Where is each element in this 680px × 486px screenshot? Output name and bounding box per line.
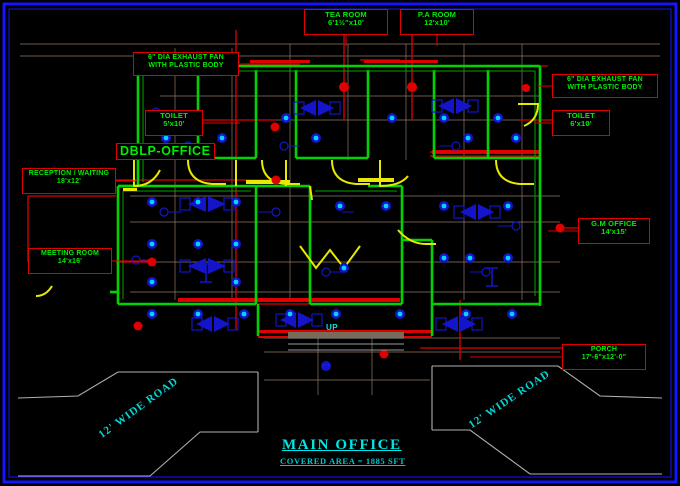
callout-porch-name: PORCH <box>590 346 618 353</box>
light-fixtures <box>147 113 521 371</box>
callout-leaders <box>112 35 578 358</box>
callout-porch-size: 17'-6"x12'-0" <box>581 353 627 361</box>
callout-reception-waiting[interactable]: RECEPTION / WAITING 18'x12' <box>22 168 116 194</box>
entry-stair <box>288 332 404 370</box>
callout-meeting-room-size: 14'x16' <box>57 257 83 265</box>
callout-tea-room[interactable]: TEA ROOM 6'1½"x10' <box>304 9 388 35</box>
building-walls <box>110 64 542 336</box>
site-boundary-lines <box>17 365 663 477</box>
callout-exhaust-fan-left-line1: 6" DIA EXHAUST FAN <box>148 54 224 61</box>
door-leaf-fills <box>123 178 394 191</box>
callout-toilet-right[interactable]: TOILET 6'x10' <box>552 110 610 136</box>
callout-meeting-room[interactable]: MEETING ROOM 14'x16' <box>28 248 112 274</box>
callout-reception-waiting-size: 18'x12' <box>56 177 82 185</box>
dimension-network <box>20 43 660 395</box>
callout-meeting-room-name: MEETING ROOM <box>40 250 99 257</box>
callout-toilet-left-name: TOILET <box>160 111 188 120</box>
callout-exhaust-fan-right[interactable]: 6" DIA EXHAUST FAN WITH PLASTIC BODY <box>552 74 658 98</box>
callout-tea-room-name: TEA ROOM <box>325 10 367 19</box>
callout-porch[interactable]: PORCH 17'-6"x12'-0" <box>562 344 646 370</box>
callout-toilet-right-name: TOILET <box>567 111 595 120</box>
callout-pa-room[interactable]: P.A ROOM 12'x10' <box>400 9 474 35</box>
callout-pa-room-name: P.A ROOM <box>417 10 457 19</box>
callout-exhaust-fan-right-line2: WITH PLASTIC BODY <box>567 83 643 91</box>
callout-exhaust-fan-left[interactable]: 6" DIA EXHAUST FAN WITH PLASTIC BODY <box>133 52 239 76</box>
electrical-layer <box>131 98 521 332</box>
callout-exhaust-fan-left-line2: WITH PLASTIC BODY <box>148 61 224 69</box>
callout-exhaust-fan-right-line1: 6" DIA EXHAUST FAN <box>567 76 643 83</box>
drawing-title: MAIN OFFICE <box>282 437 402 453</box>
callout-gm-office-size: 14'x15' <box>601 227 627 237</box>
callout-tea-room-size: 6'1½"x10' <box>327 18 365 28</box>
callout-toilet-left-size: 5'x10' <box>163 119 185 129</box>
callout-pa-room-size: 12'x10' <box>424 18 450 28</box>
callout-gm-office-name: G.M OFFICE <box>591 219 637 228</box>
drawing-covered-area: COVERED AREA = 1885 SFT <box>280 456 406 466</box>
stair-up-label: UP <box>326 323 339 332</box>
callout-toilet-right-size: 6'x10' <box>570 119 592 129</box>
callout-toilet-left[interactable]: TOILET 5'x10' <box>145 110 203 136</box>
callout-gm-office[interactable]: G.M OFFICE 14'x15' <box>578 218 650 244</box>
drawing-watermark-dblp-office: DBLP-OFFICE <box>116 143 215 160</box>
callout-reception-waiting-name: RECEPTION / WAITING <box>28 170 110 177</box>
